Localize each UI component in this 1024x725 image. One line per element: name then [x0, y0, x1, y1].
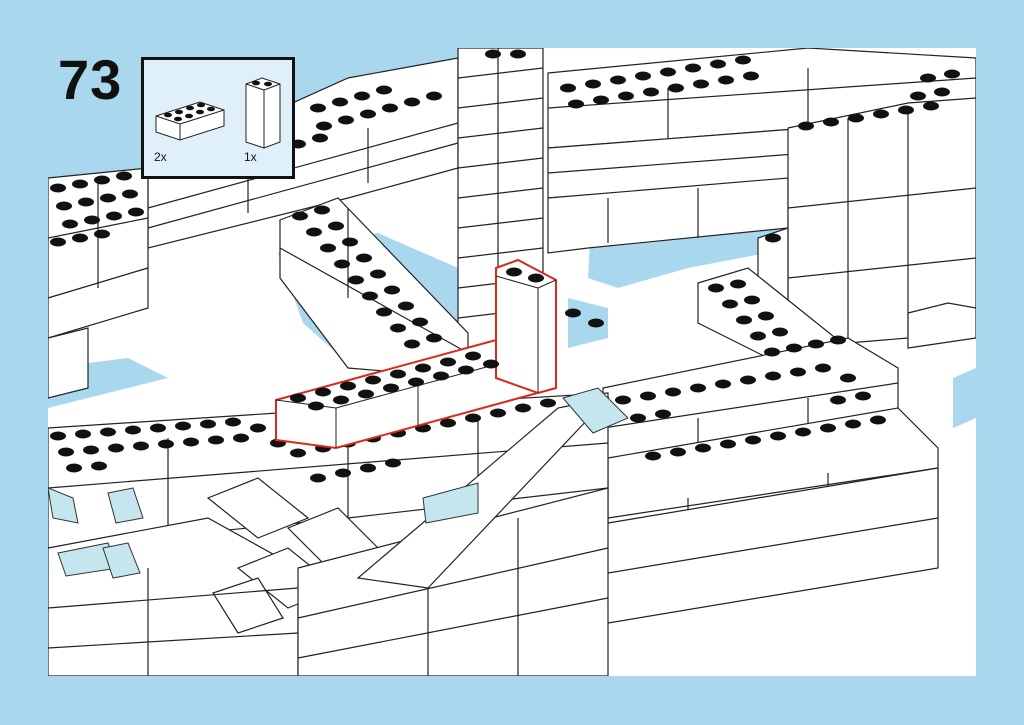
brick-2x4-icon [155, 101, 225, 141]
highlighted-brick-1x2x3 [495, 258, 557, 395]
brick-1x2x3-icon [245, 77, 281, 149]
studs [50, 49, 960, 483]
transparent-pieces [48, 387, 629, 579]
part-quantity: 1x [244, 150, 257, 164]
new-pieces-highlight [275, 258, 557, 450]
front-steps [48, 397, 610, 676]
parts-list: 2x 1x [141, 57, 295, 179]
back-wall [147, 48, 976, 254]
build-illustration [48, 48, 976, 676]
part-quantity: 2x [154, 150, 167, 164]
step-number: 73 [58, 48, 123, 111]
